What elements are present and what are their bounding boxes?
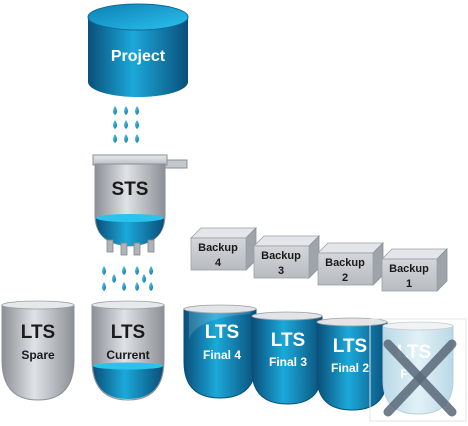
sts-drops [102, 266, 153, 291]
lts-final-2-title: LTS [333, 336, 367, 357]
lts-final-1-subtitle: F [400, 367, 407, 381]
lts-final-3-subtitle: Final 3 [269, 355, 307, 369]
lts-final-1-tank-crossed: LTS F [369, 318, 467, 422]
project-drops [113, 106, 139, 143]
lts-spare-subtitle: Spare [21, 348, 55, 362]
lts-current-subtitle: Current [106, 348, 149, 362]
backup-2-number: 2 [342, 272, 348, 284]
lts-spare-title: LTS [21, 322, 55, 343]
backup-1-label: Backup [389, 263, 429, 275]
cross-out-mark [383, 339, 457, 417]
backup-1-number: 1 [406, 278, 412, 290]
backup-4-label: Backup [198, 242, 238, 254]
backup-3-number: 3 [278, 265, 284, 277]
backup-4-number: 4 [215, 257, 222, 269]
backup-box-4: Backup 4 [190, 227, 257, 271]
backup-box-1: Backup 1 [381, 248, 448, 292]
lts-final-4-title: LTS [205, 322, 239, 343]
project-label: Project [111, 48, 166, 65]
lts-final-4-subtitle: Final 4 [203, 348, 241, 362]
lts-current-title: LTS [111, 322, 145, 343]
lts-final-4-tank: LTS Final 4 [183, 304, 257, 399]
backup-3-label: Backup [261, 250, 301, 262]
sts-label: STS [112, 179, 149, 200]
backup-box-2: Backup 2 [317, 242, 384, 286]
lts-final-2-subtitle: Final 2 [331, 361, 369, 375]
backup-2-label: Backup [325, 257, 365, 269]
lts-final-2-tank: LTS Final 2 [316, 317, 388, 411]
project-cylinder: Project [87, 3, 189, 97]
sts-tank: STS [92, 154, 188, 256]
lts-spare-tank: LTS Spare [1, 300, 75, 401]
backup-box-3: Backup 3 [253, 235, 320, 279]
lts-current-tank: LTS Current [91, 300, 165, 401]
lts-final-3-title: LTS [271, 330, 305, 351]
lts-final-3-tank: LTS Final 3 [251, 311, 323, 405]
